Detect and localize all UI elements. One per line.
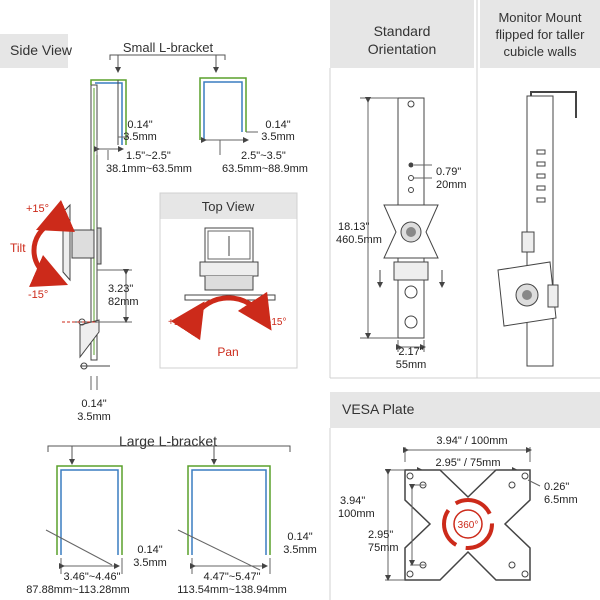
vesa-panel-header-bg: [330, 392, 600, 428]
pan-right-angle: -15°: [268, 317, 286, 328]
vesa-inner: 2.95" / 75mm: [435, 457, 500, 469]
large-b-gap: 0.14": [287, 531, 312, 543]
small-b-range-mm: 63.5mm~88.9mm: [222, 163, 308, 175]
vesa-plate-drawing: [385, 447, 541, 581]
standard-spacing: 0.79": [436, 166, 461, 178]
vesa-left-outer: 3.94": [340, 495, 365, 507]
standard-title-line1: Standard: [374, 23, 431, 39]
large-bracket-drawing: [45, 445, 291, 574]
height-mm-label: 82mm: [108, 296, 139, 308]
large-a-range-mm: 87.88mm~113.28mm: [26, 584, 129, 596]
height-label: 3.23": [108, 283, 133, 295]
bottom-gap-label: 0.14": [81, 398, 106, 410]
large-b-range-mm: 113.54mm~138.94mm: [177, 584, 287, 596]
vesa-outer: 3.94" / 100mm: [436, 435, 507, 447]
side-view-title: Side View: [10, 42, 73, 58]
flipped-title-line2: flipped for taller: [496, 27, 586, 42]
small-a-range: 1.5"~2.5": [126, 150, 171, 162]
standard-drawing: [360, 97, 445, 352]
tilt-up-label: +15°: [26, 203, 49, 215]
large-b-range: 4.47"~5.47": [203, 571, 260, 583]
side-view-header-bg: [0, 34, 68, 68]
top-view-title: Top View: [202, 199, 255, 214]
vesa-rotation-label: 360°: [458, 520, 479, 531]
side-view-drawing: [28, 54, 258, 390]
small-b-gap-mm: 3.5mm: [261, 131, 295, 143]
standard-width-mm: 55mm: [396, 359, 427, 371]
vesa-hole-mm: 6.5mm: [544, 494, 578, 506]
flipped-panel: [480, 0, 600, 68]
tilt-down-label: -15°: [28, 289, 48, 301]
top-view-frame: [159, 192, 298, 369]
large-b-gap-mm: 3.5mm: [283, 544, 317, 556]
standard-title-line2: Orientation: [368, 41, 436, 57]
standard-orientation-panel: [330, 0, 474, 68]
small-b-range: 2.5"~3.5": [241, 150, 286, 162]
vesa-hole: 0.26": [544, 481, 569, 493]
bottom-gap-mm-label: 3.5mm: [77, 411, 111, 423]
standard-spacing-mm: 20mm: [436, 179, 467, 191]
flipped-title-line3: cubicle walls: [504, 44, 577, 59]
small-a-range-mm: 38.1mm~63.5mm: [106, 163, 192, 175]
large-a-gap: 0.14": [137, 544, 162, 556]
tilt-label: Tilt: [10, 241, 26, 255]
vesa-title: VESA Plate: [342, 401, 415, 417]
small-a-gap-mm: 3.5mm: [123, 131, 157, 143]
top-view-panel: [160, 193, 297, 219]
vesa-left-inner: 2.95": [368, 529, 393, 541]
large-a-gap-mm: 3.5mm: [133, 557, 167, 569]
standard-height: 18.13": [338, 221, 370, 233]
pan-label: Pan: [217, 345, 238, 359]
large-bracket-title: Large L-bracket: [119, 433, 217, 449]
flipped-drawing: [497, 91, 577, 367]
small-b-gap: 0.14": [265, 119, 290, 131]
flipped-title-line1: Monitor Mount: [498, 10, 581, 25]
large-a-range: 3.46"~4.46": [63, 571, 120, 583]
vesa-left-inner-mm: 75mm: [368, 542, 399, 554]
small-a-gap: 0.14": [127, 119, 152, 131]
top-view-drawing: [170, 227, 276, 341]
small-bracket-title: Small L-bracket: [123, 40, 214, 55]
standard-width: 2.17": [398, 346, 423, 358]
standard-height-mm: 460.5mm: [336, 234, 382, 246]
pan-left-angle: +15°: [168, 317, 189, 328]
vesa-left-outer-mm: 100mm: [338, 508, 375, 520]
